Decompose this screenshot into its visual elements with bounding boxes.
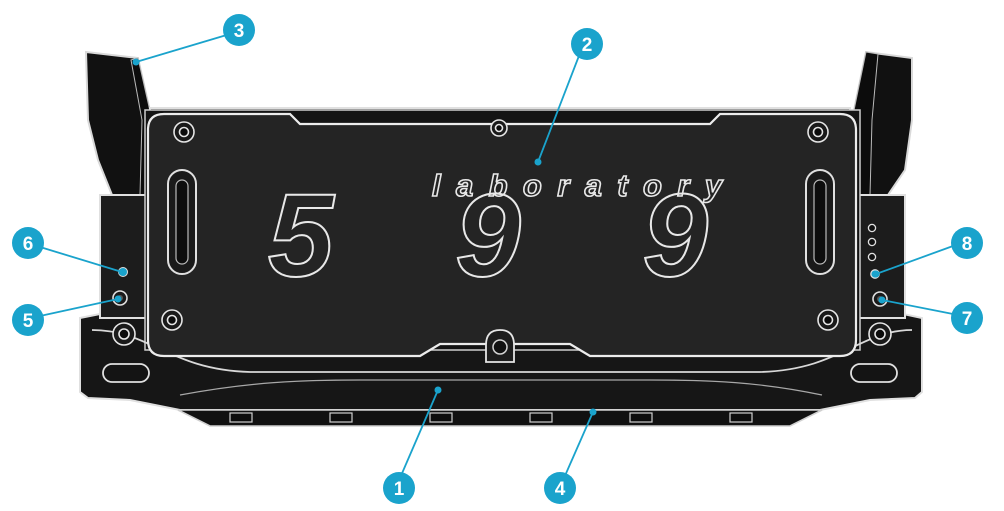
callout-3: 3 xyxy=(223,14,255,46)
svg-text:2: 2 xyxy=(582,35,593,56)
top-plate xyxy=(146,112,858,358)
right-slot xyxy=(805,169,835,275)
svg-text:4: 4 xyxy=(555,479,566,500)
svg-text:1: 1 xyxy=(394,479,405,500)
callout-2: 2 xyxy=(571,28,603,60)
center-latch xyxy=(485,329,515,363)
callout-4: 4 xyxy=(544,472,576,504)
svg-text:3: 3 xyxy=(234,21,245,42)
callout-8: 8 xyxy=(951,227,983,259)
svg-text:6: 6 xyxy=(23,234,34,255)
svg-text:5: 5 xyxy=(23,311,34,332)
callout-6: 6 xyxy=(12,227,44,259)
plate-screws xyxy=(161,119,839,331)
base-pads xyxy=(102,363,898,383)
callout-1: 1 xyxy=(383,472,415,504)
left-handle xyxy=(84,50,154,196)
callout-5: 5 xyxy=(12,304,44,336)
svg-text:8: 8 xyxy=(962,234,973,255)
leader-lines xyxy=(39,33,954,479)
left-slot xyxy=(167,169,197,275)
svg-text:7: 7 xyxy=(962,309,973,330)
right-handle xyxy=(851,50,913,196)
callout-7: 7 xyxy=(951,302,983,334)
base-screws xyxy=(112,322,892,346)
